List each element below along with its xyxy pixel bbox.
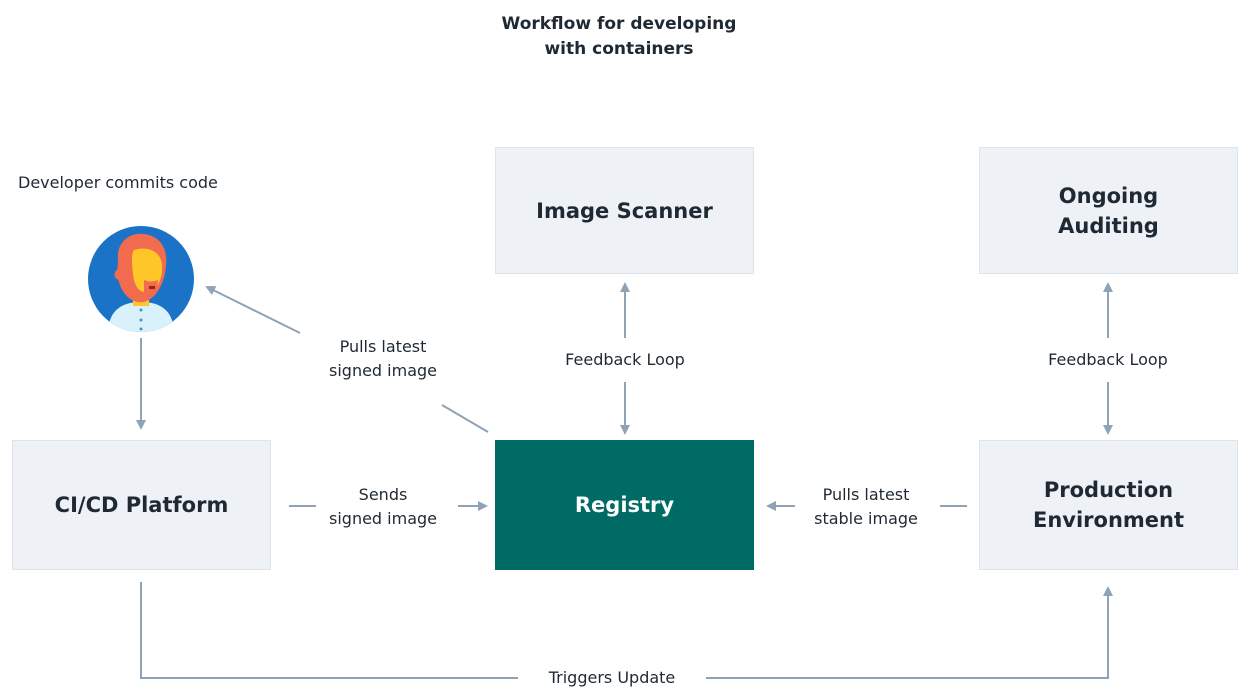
registry-box: Registry bbox=[495, 440, 754, 570]
image-scanner-label: Image Scanner bbox=[536, 198, 713, 223]
pulls-signed-label: Pulls latest signed image bbox=[318, 335, 448, 383]
title-line-1: Workflow for developing bbox=[501, 14, 737, 34]
ongoing-auditing-box: Ongoing Auditing bbox=[979, 147, 1238, 274]
registry-to-developer-line bbox=[441, 404, 489, 433]
developer-label: Developer commits code bbox=[18, 171, 218, 195]
registry-to-developer-arrow bbox=[205, 286, 301, 334]
feedback-scanner-label: Feedback Loop bbox=[545, 348, 705, 372]
triggers-update-right-path bbox=[706, 586, 1113, 679]
pulls-signed-line-1: Pulls latest bbox=[339, 337, 427, 356]
ongoing-auditing-line-1: Ongoing bbox=[1058, 183, 1159, 208]
sends-signed-line-1: Sends bbox=[358, 485, 408, 504]
cicd-platform-box: CI/CD Platform bbox=[12, 440, 271, 570]
registry-label: Registry bbox=[574, 493, 675, 517]
feedback-auditing-label: Feedback Loop bbox=[1028, 348, 1188, 372]
diagram-title: Workflow for developing with containers bbox=[419, 12, 819, 62]
pulls-signed-line-2: signed image bbox=[329, 361, 437, 380]
pulls-stable-line-1: Pulls latest bbox=[822, 485, 910, 504]
sends-signed-line-2: signed image bbox=[329, 509, 437, 528]
image-scanner-box: Image Scanner bbox=[495, 147, 754, 274]
production-environment-line-2: Environment bbox=[1032, 508, 1185, 532]
developer-avatar-icon bbox=[88, 226, 194, 332]
production-environment-line-1: Production bbox=[1043, 478, 1174, 502]
title-line-2: with containers bbox=[544, 39, 694, 59]
sends-signed-label: Sends signed image bbox=[318, 483, 448, 531]
cicd-platform-label: CI/CD Platform bbox=[54, 493, 229, 517]
triggers-update-label: Triggers Update bbox=[522, 666, 702, 690]
pulls-stable-label: Pulls latest stable image bbox=[796, 483, 936, 531]
pulls-stable-line-2: stable image bbox=[814, 509, 918, 528]
triggers-update-left-path bbox=[140, 582, 518, 679]
production-environment-box: Production Environment bbox=[979, 440, 1238, 570]
ongoing-auditing-line-2: Auditing bbox=[1058, 213, 1159, 238]
